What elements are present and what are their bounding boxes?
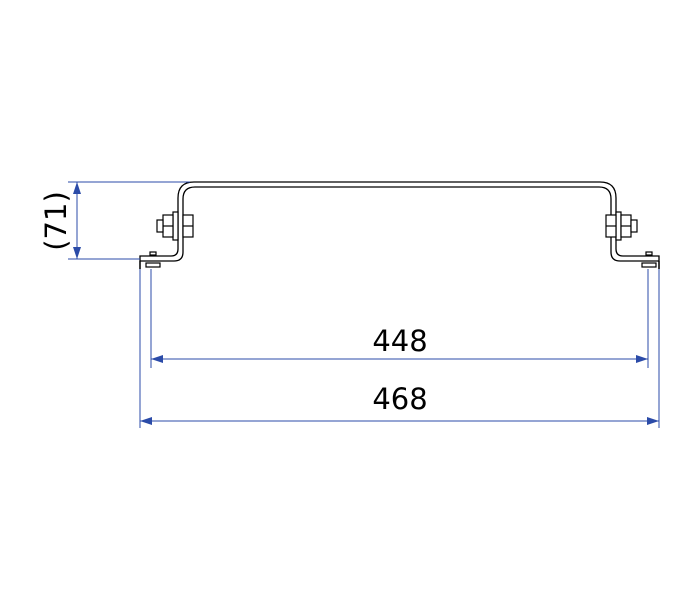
outer-width-dimension (140, 417, 659, 425)
height-dimension (68, 181, 190, 260)
height-label: (71) (39, 191, 73, 251)
inner-width-label: 448 (372, 324, 427, 358)
inner-width-dimension (151, 355, 648, 363)
outer-width-label: 468 (372, 382, 427, 416)
left-bolt (145, 211, 194, 268)
right-bolt (605, 211, 657, 268)
bracket-part (139, 181, 660, 269)
